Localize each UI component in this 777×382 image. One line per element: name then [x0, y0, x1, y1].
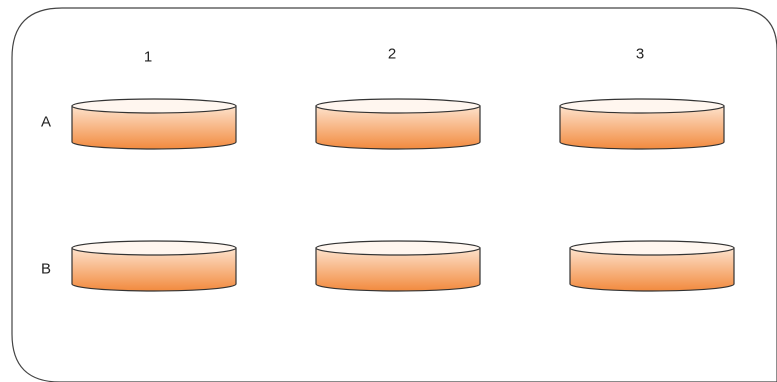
column-label-3: 3 [635, 45, 645, 63]
column-label-2: 2 [387, 45, 397, 63]
dish-b3 [569, 240, 735, 292]
row-label-a: A [40, 113, 52, 131]
row-label-b: B [40, 260, 52, 278]
dish-b2 [315, 240, 481, 292]
dish-b1 [71, 240, 237, 292]
dish-a3 [559, 98, 725, 150]
dish-a2 [315, 98, 481, 150]
column-label-1: 1 [143, 48, 153, 66]
dish-a1 [71, 98, 237, 150]
